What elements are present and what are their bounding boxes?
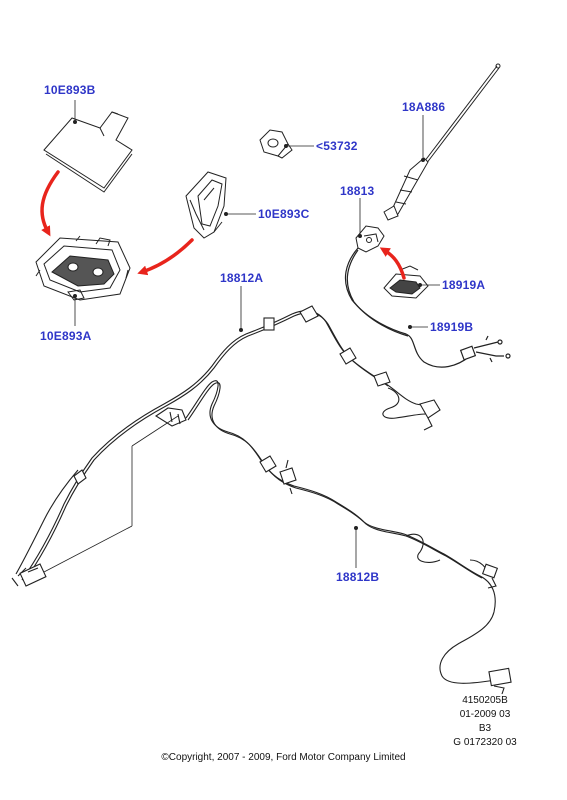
antenna-cable-18919B [344, 247, 511, 368]
bracket-18919A [383, 265, 429, 299]
antenna-mast-18A886 [383, 63, 501, 221]
harness-18812B [185, 380, 512, 695]
label-18813[interactable]: 18813 [340, 184, 375, 198]
antenna-base-18813 [355, 225, 385, 253]
label-53732[interactable]: <53732 [316, 139, 358, 153]
info-line-2: 01-2009 03 [459, 709, 511, 720]
label-10E893C[interactable]: 10E893C [258, 207, 310, 221]
arrow-bracket-to-base [379, 247, 406, 280]
housing-10E893A [35, 235, 131, 301]
copyright-notice: ©Copyright, 2007 - 2009, Ford Motor Comp… [161, 752, 406, 763]
harness-18812A [11, 305, 441, 587]
arrow-boot-to-housing [137, 238, 194, 276]
label-18919A[interactable]: 18919A [442, 278, 486, 292]
arrow-cover-to-housing [40, 170, 60, 237]
label-18812B[interactable]: 18812B [336, 570, 380, 584]
cover-plate-10E893B [43, 111, 133, 193]
label-18812A[interactable]: 18812A [220, 271, 264, 285]
nut-53732 [259, 129, 293, 159]
label-10E893B[interactable]: 10E893B [44, 83, 96, 97]
boot-10E893C [185, 171, 227, 239]
label-10E893A[interactable]: 10E893A [40, 329, 92, 343]
info-line-3: B3 [478, 723, 492, 734]
label-18919B[interactable]: 18919B [430, 320, 474, 334]
info-line-4: G 0172320 03 [453, 737, 517, 748]
illustration-info: 4150205B 01-2009 03 B3 G 0172320 03 [440, 694, 530, 750]
info-line-1: 4150205B [462, 695, 508, 706]
assembly-arrows [40, 170, 406, 280]
label-18A886[interactable]: 18A886 [402, 100, 446, 114]
leader-lines [73, 100, 440, 568]
